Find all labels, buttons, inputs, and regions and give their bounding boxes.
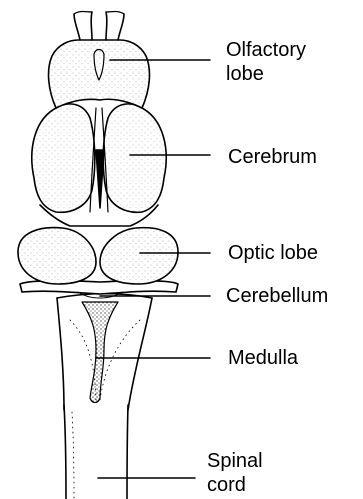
cerebrum bbox=[32, 104, 166, 212]
cerebellum-label: Cerebellum bbox=[226, 284, 328, 308]
cerebrum-label: Cerebrum bbox=[228, 145, 317, 169]
optic-lobe-label: Optic lobe bbox=[228, 241, 318, 265]
olfactory-lobe-label: Olfactory lobe bbox=[226, 38, 306, 86]
medulla bbox=[57, 294, 152, 411]
spinal-cord-label-line1: Spinal bbox=[207, 449, 263, 473]
medulla-label: Medulla bbox=[228, 346, 298, 370]
optic-lobes bbox=[18, 228, 178, 284]
spinal-cord-label-line2: cord bbox=[207, 473, 263, 497]
spinal-cord bbox=[64, 405, 128, 499]
olfactory-lobe-label-line1: Olfactory bbox=[226, 38, 306, 62]
olfactory-lobe-label-line2: lobe bbox=[226, 62, 306, 86]
spinal-cord-label: Spinal cord bbox=[207, 449, 263, 497]
